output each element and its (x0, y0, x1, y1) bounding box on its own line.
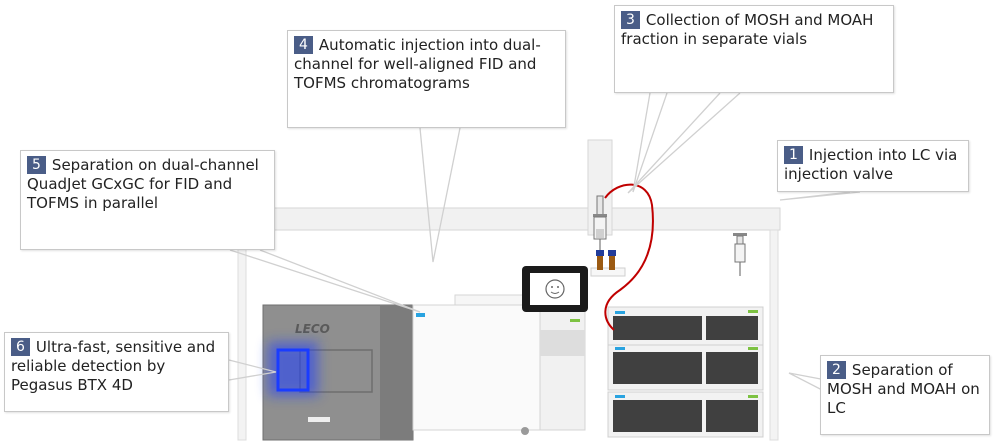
pointer-4 (419, 127, 461, 263)
lc-transfer-tubing (604, 183, 654, 331)
detector-highlight (276, 348, 310, 392)
step-badge: 6 (11, 338, 30, 356)
gc-oven (412, 294, 586, 435)
callout-text: Separation of MOSH and MOAH on LC (827, 361, 980, 417)
step-badge: 1 (784, 146, 803, 164)
pointer-3a (632, 92, 668, 193)
touch-screen (522, 266, 588, 312)
pointer-6 (228, 359, 277, 381)
pointer-2 (788, 372, 827, 393)
pointer-3b (627, 92, 741, 194)
callout-text: Collection of MOSH and MOAH fraction in … (621, 11, 874, 48)
callout-pointers (228, 92, 861, 393)
callout-text: Ultra-fast, sensitive and reliable detec… (11, 338, 216, 394)
injection-syringe-icon (733, 233, 747, 276)
callout-text: Automatic injection into dual-channel fo… (294, 36, 541, 92)
lc-stack (607, 306, 764, 438)
rail-right-leg (769, 229, 779, 441)
collection-syringe-icon (593, 195, 607, 252)
callout-text: Separation on dual-channel QuadJet GCxGC… (27, 156, 259, 212)
pointer-5 (229, 249, 421, 313)
rail-left-leg (237, 229, 247, 441)
autosampler-rail (269, 207, 781, 231)
leco-logo: LECO (295, 322, 330, 336)
step-badge: 4 (294, 36, 313, 54)
step-badge: 3 (621, 11, 640, 29)
pointer-1 (779, 191, 861, 201)
step-badge: 2 (827, 361, 846, 379)
collection-vials (590, 250, 626, 277)
callout-text: Injection into LC via injection valve (784, 146, 958, 183)
step-badge: 5 (27, 156, 46, 174)
